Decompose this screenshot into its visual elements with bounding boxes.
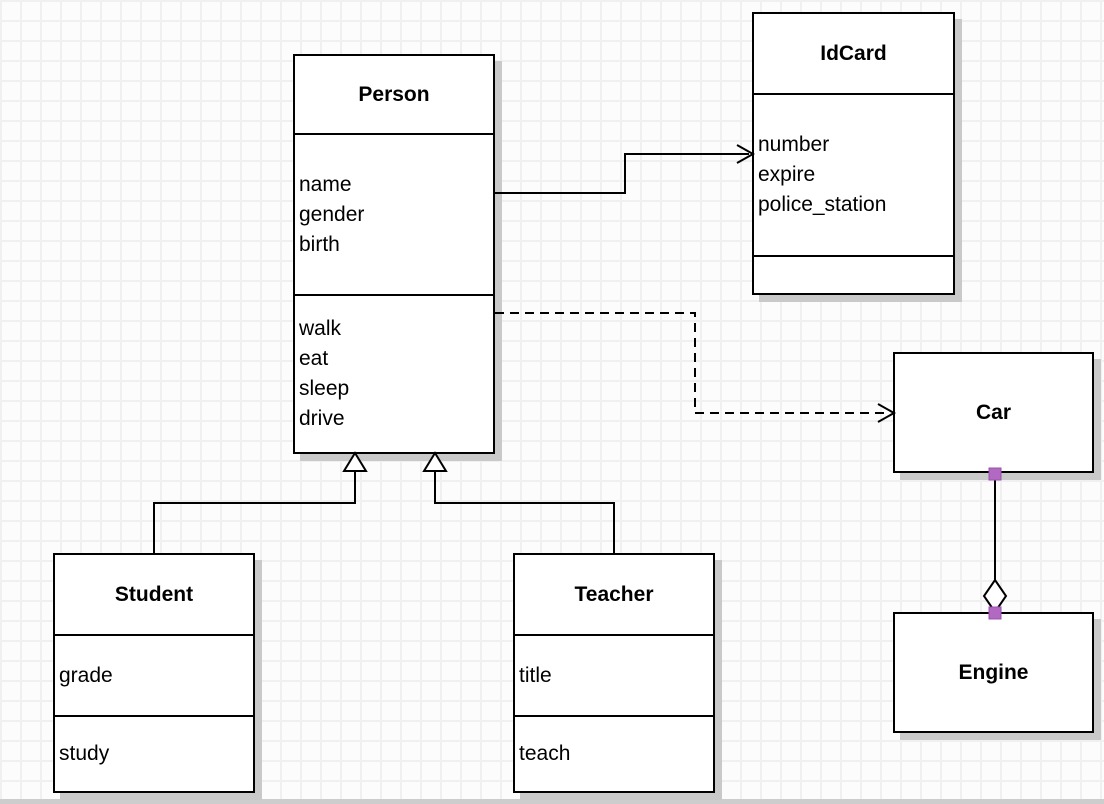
class-attributes-section: number expire police_station [754,93,953,255]
method-row: walk [299,317,342,340]
method-row: eat [299,347,329,370]
connector-teacher-person[interactable] [434,471,615,554]
class-engine[interactable]: Engine [893,612,1094,733]
attribute-row: gender [299,202,365,226]
open-arrowhead-icon[interactable] [877,403,897,423]
class-teacher[interactable]: Teacher title teach [513,553,715,793]
page-bottom-edge [0,799,1104,804]
inheritance-triangle-icon[interactable] [342,451,368,472]
class-title: Student [114,582,194,606]
class-title: IdCard [820,41,887,65]
method-row: drive [299,407,345,430]
class-title: Teacher [574,582,654,606]
class-methods-section: teach [515,715,713,791]
class-car[interactable]: Car [893,352,1094,473]
method-row: teach [519,742,571,765]
class-methods-section [754,255,953,293]
class-attributes-section: title [515,634,713,715]
class-student[interactable]: Student grade study [53,553,255,793]
inheritance-triangle-icon[interactable] [422,451,448,472]
attribute-row: number [758,133,830,156]
class-person[interactable]: Person name gender birth walk eat sleep … [293,54,495,454]
class-title: Person [358,82,430,106]
attribute-row: name [299,172,352,196]
attribute-row: grade [59,663,113,687]
attribute-row: police_station [758,193,887,216]
class-idcard[interactable]: IdCard number expire police_station [752,12,955,295]
class-title: Car [975,400,1012,424]
attribute-row: birth [299,232,340,256]
class-methods-section: study [55,715,253,791]
method-row: sleep [299,377,350,400]
attribute-row: expire [758,163,816,186]
connector-student-person[interactable] [153,471,356,554]
attribute-row: title [519,663,552,687]
connector-person-car[interactable] [495,312,889,414]
class-attributes-section: name gender birth [295,133,493,294]
class-methods-section: walk eat sleep drive [295,294,493,452]
class-attributes-section: grade [55,634,253,715]
connector-person-idcard[interactable] [495,153,749,194]
method-row: study [59,742,110,765]
open-arrowhead-icon[interactable] [736,144,756,164]
class-title: Engine [958,660,1029,684]
